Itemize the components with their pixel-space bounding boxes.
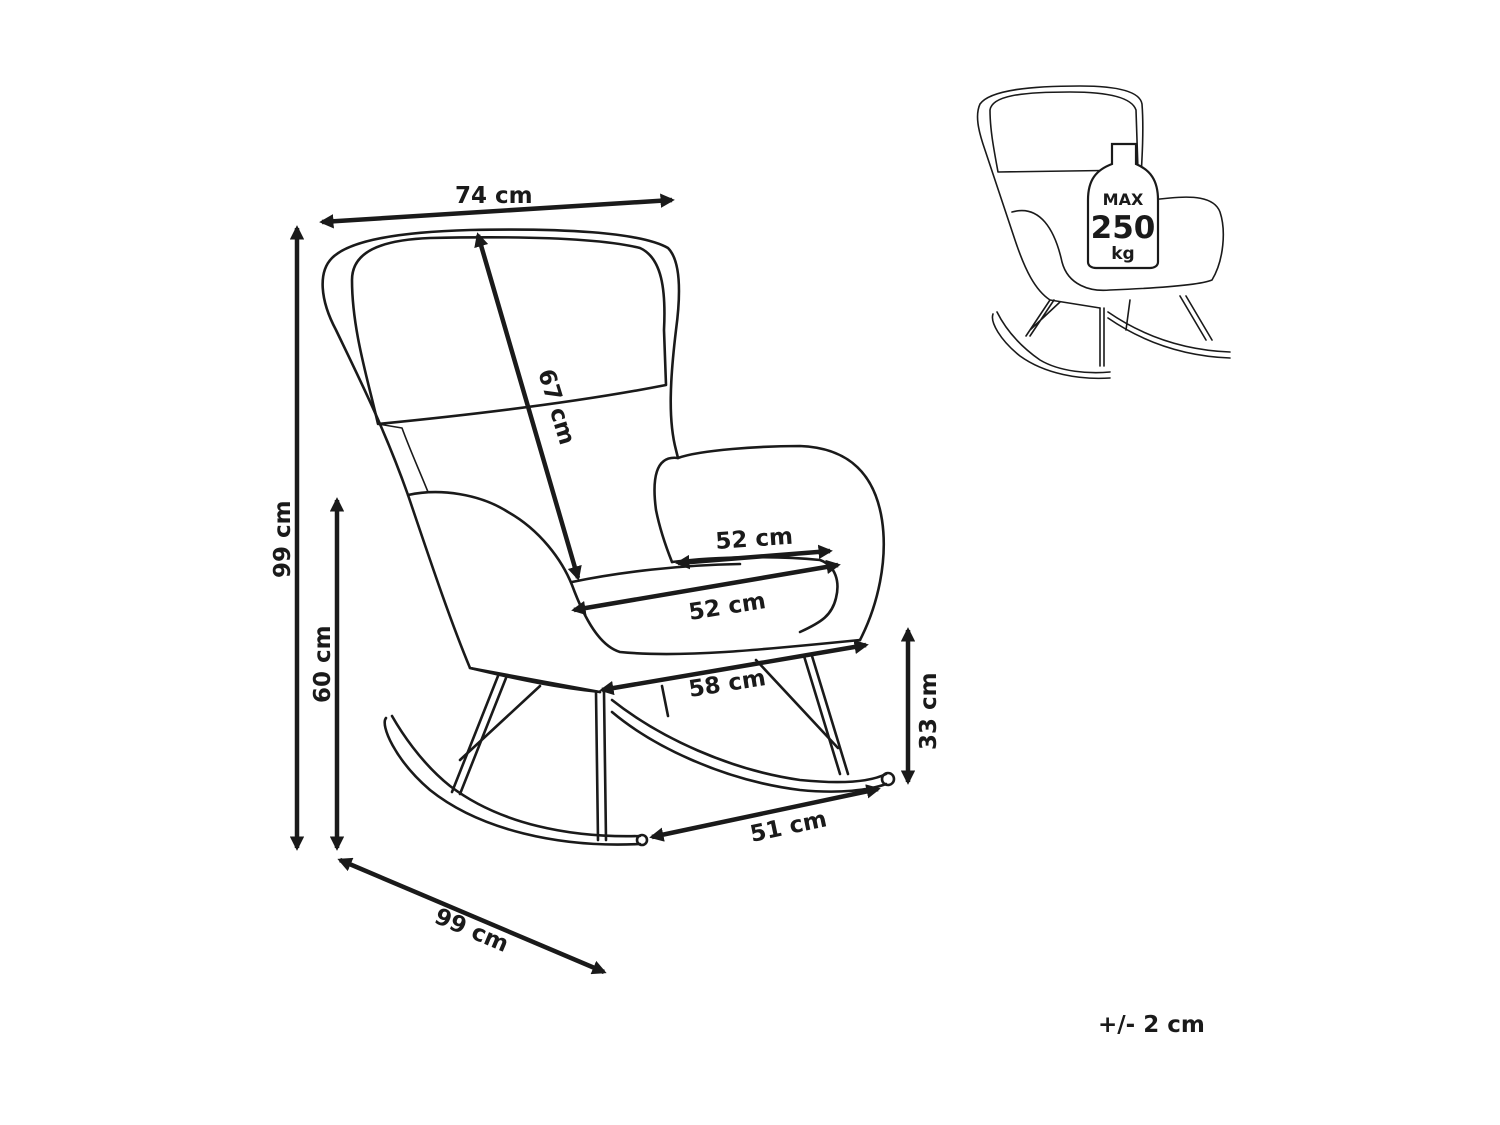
badge-max-label: MAX	[1103, 190, 1144, 209]
label-seat-height: 33 cm	[916, 672, 942, 750]
chair-back-cushion	[350, 236, 668, 426]
chair-seat-front	[570, 562, 742, 584]
label-depth-total: 99 cm	[431, 904, 513, 958]
label-armrest-height: 60 cm	[310, 625, 336, 703]
mini-chair-back	[976, 85, 1144, 309]
weight-icon	[1086, 142, 1160, 270]
weight-capacity-illustration: MAX 250 kg	[976, 85, 1231, 380]
arrow-rocker-length	[649, 784, 881, 842]
chair-back-outer	[321, 228, 681, 694]
label-seat-width-inner: 52 cm	[715, 524, 794, 555]
rocker-front-cap	[635, 833, 649, 847]
mini-chair-legs	[1025, 295, 1213, 367]
label-height-total: 99 cm	[270, 500, 296, 578]
arrow-seat-width-outer	[571, 559, 841, 616]
label-seat-depth: 58 cm	[687, 665, 768, 703]
chair-shell-bottom	[468, 666, 602, 694]
label-width-top: 74 cm	[455, 183, 533, 209]
arrow-seat-depth	[599, 639, 869, 696]
label-backrest-height: 67 cm	[532, 366, 580, 448]
mini-chair-arm	[1011, 196, 1225, 292]
chair-drawing	[321, 228, 896, 847]
badge-max-unit: kg	[1111, 244, 1134, 264]
arrow-width-top	[319, 193, 675, 229]
label-seat-width-outer: 52 cm	[687, 588, 768, 626]
arrow-seat-width-inner	[675, 544, 833, 570]
tolerance-note: +/- 2 cm	[1098, 1012, 1205, 1038]
arrow-backrest-height	[474, 232, 582, 581]
chair-back-seam	[377, 423, 429, 493]
rocker-back-cap	[880, 771, 896, 787]
dimension-arrows	[289, 193, 916, 975]
arrow-depth-total	[337, 857, 607, 975]
chair-rocker-front	[383, 714, 642, 846]
dimension-labels: 74 cm 99 cm 60 cm 67 cm 52 cm 52 cm 58 c…	[270, 183, 942, 958]
chair-rocker-back	[610, 698, 888, 793]
chair-armrest-right	[653, 444, 886, 642]
badge-max-value: 250	[1091, 210, 1156, 246]
mini-chair-rockers	[991, 311, 1231, 380]
